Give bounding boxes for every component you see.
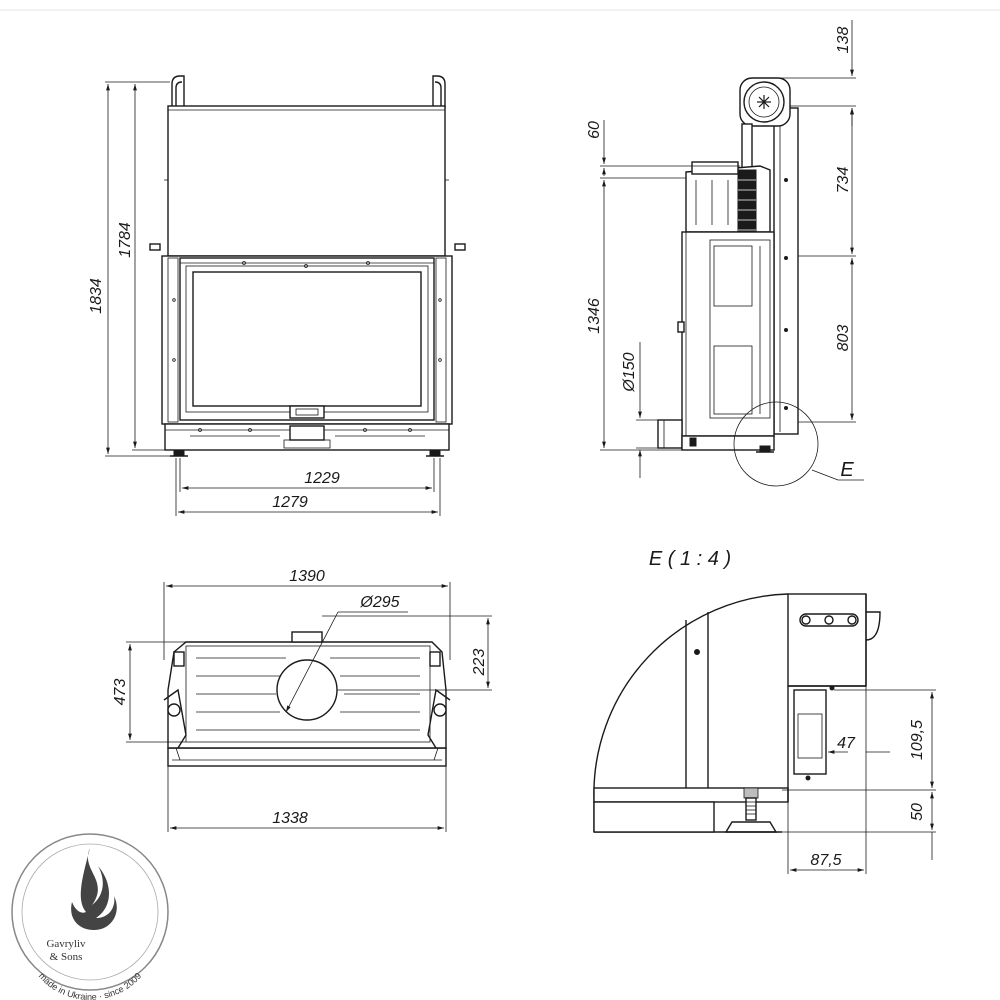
top-flue-circle (276, 659, 338, 721)
dim-1279: 1279 (272, 494, 308, 511)
detail-view: E ( 1 : 4 ) (593, 548, 936, 874)
dim-109-5: 109,5 (909, 720, 926, 760)
side-body (681, 231, 775, 437)
front-body (161, 255, 453, 425)
side-rear-panel (773, 107, 799, 435)
dim-138: 138 (835, 27, 852, 54)
dim-87-5: 87,5 (810, 852, 841, 869)
dim-803: 803 (835, 325, 852, 352)
dim-473: 473 (112, 679, 129, 706)
dim-223: 223 (471, 649, 488, 677)
detail-rear-panel (787, 593, 867, 687)
top-view: Ø295 1390 1338 473 223 (112, 568, 492, 832)
dim-air-inlet: Ø150 (621, 352, 638, 392)
side-view: E 138 734 803 60 1346 Ø150 (586, 20, 864, 487)
detail-foot (724, 821, 778, 833)
flame-icon (71, 848, 117, 930)
svg-text:made in Ukraine · since 2009: made in Ukraine · since 2009 (37, 971, 143, 1000)
dim-47: 47 (837, 735, 856, 752)
detail-side-bracket (793, 689, 827, 775)
logo-brand-line1: Gavryliv (46, 938, 86, 950)
detail-title: E ( 1 : 4 ) (649, 548, 731, 570)
dim-734: 734 (835, 167, 852, 194)
brand-logo: Gavryliv & Sons made in Ukraine · since … (11, 833, 169, 1000)
top-front-plate (167, 747, 447, 767)
detail-callout-circle (733, 401, 819, 487)
front-view: 1834 1784 1229 1279 (88, 75, 466, 516)
front-door-frame (179, 257, 435, 421)
dim-1338: 1338 (272, 810, 308, 827)
dim-1390: 1390 (289, 568, 325, 585)
logo-brand-line2: & Sons (50, 951, 83, 963)
dim-50: 50 (909, 803, 926, 821)
dim-1346: 1346 (586, 298, 603, 334)
dim-1834: 1834 (88, 278, 105, 314)
front-hood (167, 105, 446, 257)
side-air-inlet (657, 419, 683, 449)
dim-1784: 1784 (117, 222, 134, 258)
dim-60: 60 (586, 121, 603, 139)
dim-flue-diameter: Ø295 (359, 594, 399, 611)
detail-callout-label: E (840, 459, 854, 481)
logo-tagline: made in Ukraine · since 2009 (37, 971, 143, 1000)
dim-1229: 1229 (304, 470, 340, 487)
